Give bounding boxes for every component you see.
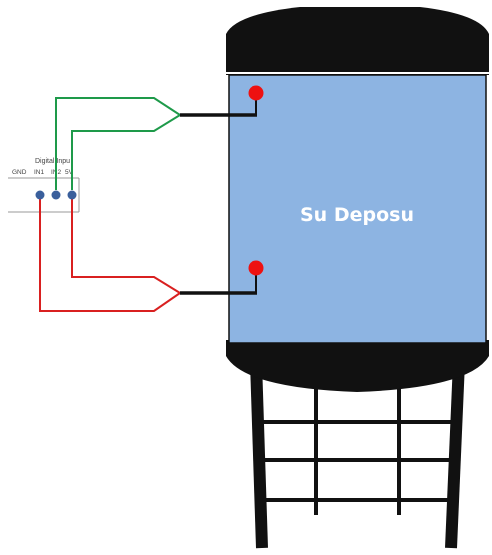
green-wire-inner bbox=[71, 114, 181, 190]
upper-level-sensor bbox=[248, 85, 264, 101]
tank-bottom-cap bbox=[226, 340, 489, 392]
red-wire-inner bbox=[71, 196, 181, 294]
upper-sensor-wires bbox=[55, 97, 181, 190]
tank-body bbox=[228, 74, 487, 344]
tank-top-cap bbox=[226, 7, 489, 75]
connector-pin-in1 bbox=[35, 190, 45, 200]
lower-sensor-wires bbox=[39, 196, 181, 312]
tank-label: Su Deposu bbox=[300, 204, 414, 226]
connector-pin-label-gnd: GND bbox=[12, 169, 27, 176]
green-wire-outer bbox=[55, 97, 181, 190]
tank-leg-left bbox=[250, 361, 268, 549]
red-wire-outer bbox=[39, 196, 181, 312]
tank-support-frame bbox=[250, 361, 465, 549]
connector-pin-5v bbox=[67, 190, 77, 200]
tank-leg-right bbox=[445, 361, 465, 549]
connector-module: Digital Inpu GND IN1 IN2 5V bbox=[8, 158, 80, 213]
connector-pin-label-5v: 5V bbox=[65, 169, 74, 176]
connector-pin-label-in1: IN1 bbox=[34, 169, 45, 176]
connector-pin-in2 bbox=[51, 190, 61, 200]
lower-level-sensor bbox=[248, 260, 264, 276]
connector-header-label: Digital Inpu bbox=[35, 158, 70, 165]
